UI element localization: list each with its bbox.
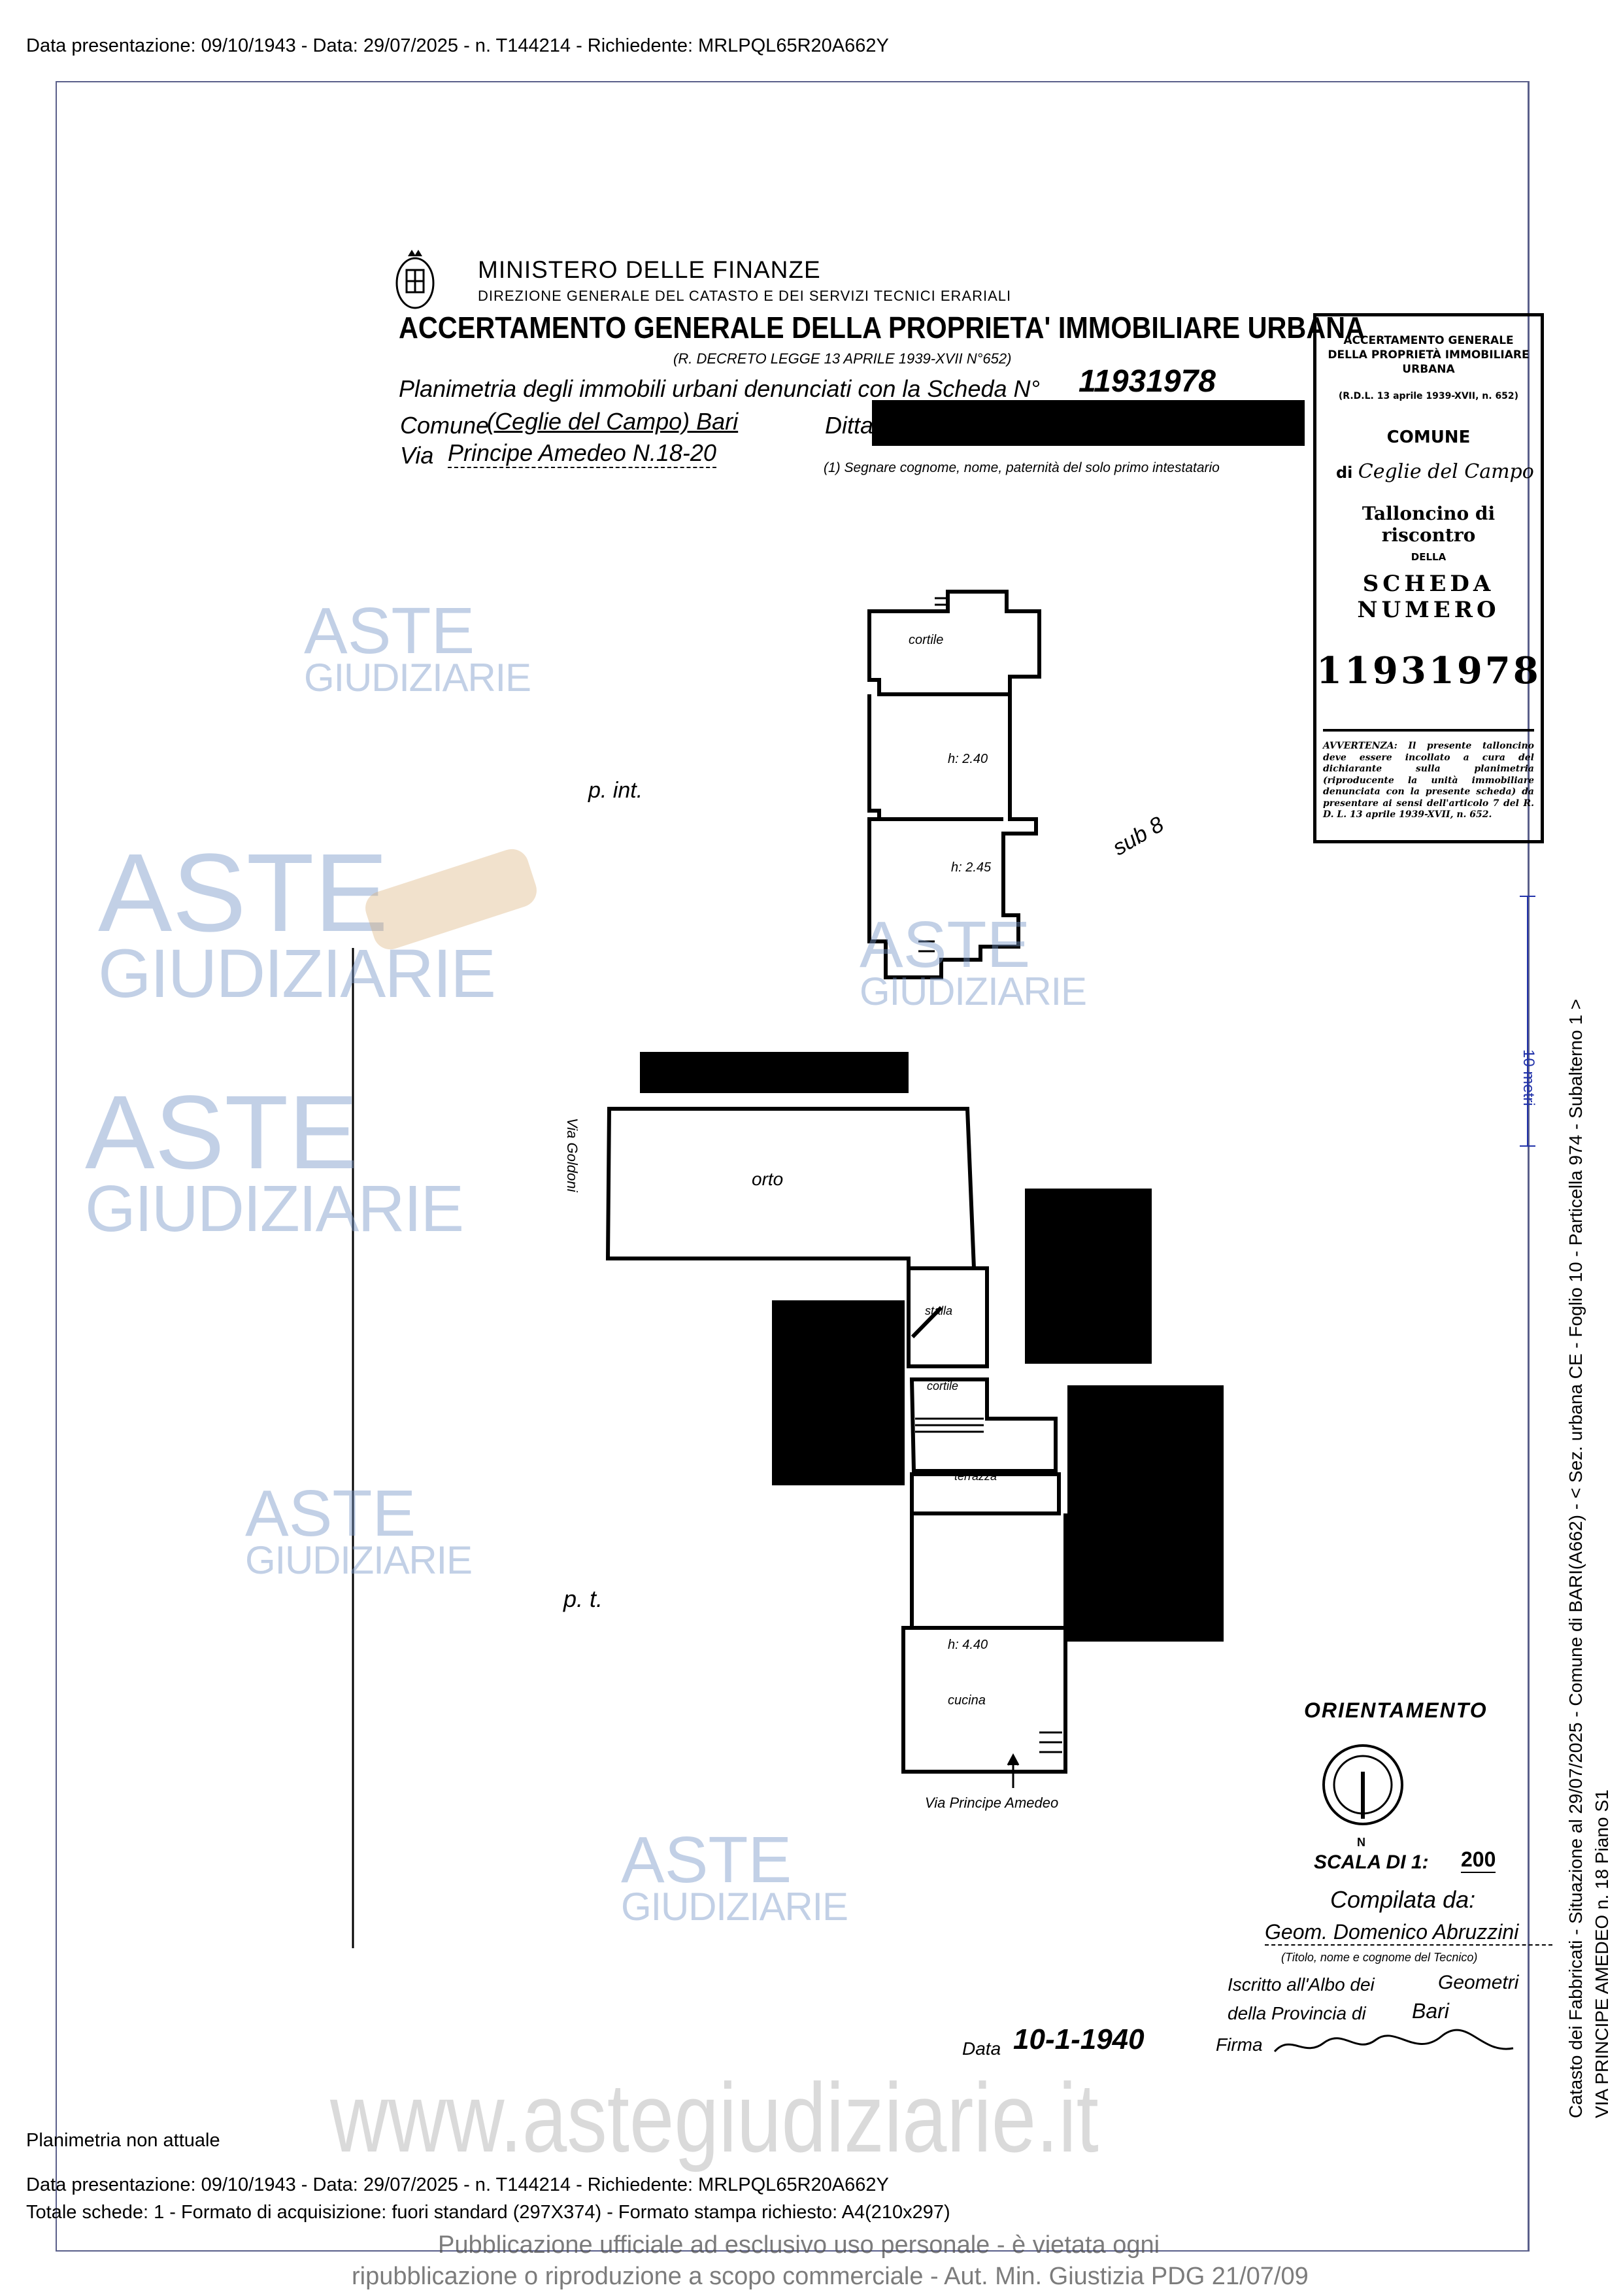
redacted-block bbox=[640, 1052, 909, 1093]
label-height-2: h: 2.45 bbox=[951, 860, 992, 875]
redacted-block bbox=[1025, 1189, 1152, 1364]
signature bbox=[1273, 2029, 1514, 2053]
comune-value: (Ceglie del Campo) Bari bbox=[487, 408, 739, 435]
scheda-number-handwritten: 11931978 bbox=[1079, 364, 1216, 399]
talloncino-heading: Talloncino di riscontro bbox=[1362, 503, 1496, 547]
footer-info-2: Totale schede: 1 - Formato di acquisizio… bbox=[26, 2202, 950, 2223]
header-info: Data presentazione: 09/10/1943 - Data: 2… bbox=[26, 35, 889, 56]
orientation-label: ORIENTAMENTO bbox=[1304, 1698, 1488, 1722]
albo-value: Geometri bbox=[1438, 1972, 1519, 1993]
talloncino-number: 11931978 bbox=[1316, 649, 1541, 693]
north-label: N bbox=[1357, 1836, 1365, 1849]
scale-value: 200 bbox=[1461, 1848, 1496, 1873]
provincia-label: della Provincia di bbox=[1228, 2003, 1366, 2023]
ditta-label: Ditta bbox=[825, 412, 874, 439]
scale-bar-tick bbox=[1520, 896, 1535, 897]
label-ground-floor: p. t. bbox=[563, 1585, 603, 1612]
scale-label: SCALA DI 1: bbox=[1314, 1851, 1429, 1873]
label-stalla: stalla bbox=[925, 1304, 953, 1317]
talloncino-box: ACCERTAMENTO GENERALE DELLA PROPRIETÀ IM… bbox=[1313, 313, 1544, 843]
talloncino-title: ACCERTAMENTO GENERALE DELLA PROPRIETÀ IM… bbox=[1328, 334, 1530, 377]
signature-label: Firma bbox=[1216, 2034, 1263, 2055]
coat-of-arms-icon bbox=[395, 250, 435, 309]
provincia-value: Bari bbox=[1412, 1999, 1449, 2023]
redacted-block bbox=[772, 1300, 905, 1485]
watermark-disclaimer-1: Pubblicazione ufficiale ad esclusivo uso… bbox=[438, 2231, 1160, 2259]
compiled-by-label: Compilata da: bbox=[1330, 1886, 1476, 1913]
orto-plot bbox=[605, 1107, 977, 1270]
ministry-title: MINISTERO DELLE FINANZE bbox=[478, 256, 821, 283]
label-via-goldoni: Via Goldoni bbox=[564, 1118, 580, 1192]
talloncino-comune-value: Ceglie del Campo bbox=[1358, 460, 1534, 484]
watermark-disclaimer-2: ripubblicazione o riproduzione a scopo c… bbox=[352, 2263, 1309, 2290]
talloncino-scheda-numero: SCHEDA NUMERO bbox=[1357, 571, 1500, 624]
page-frame bbox=[56, 81, 1530, 2252]
decree: (R. DECRETO LEGGE 13 APRILE 1939-XVII N°… bbox=[673, 350, 1012, 367]
side-address: VIA PRINCIPE AMEDEO n. 18 Piano S1 bbox=[1592, 1789, 1612, 2118]
label-cortile-lower: cortile bbox=[927, 1379, 959, 1393]
via-value: Principe Amedeo N.18-20 bbox=[448, 439, 716, 468]
ground-floor-plan bbox=[901, 1266, 1067, 1774]
planimetria-label: Planimetria degli immobili urbani denunc… bbox=[399, 375, 1040, 402]
date-label: Data bbox=[962, 2038, 1001, 2059]
label-height-1: h: 2.40 bbox=[948, 752, 988, 766]
compiler-caption: (Titolo, nome e cognome del Tecnico) bbox=[1281, 1951, 1478, 1964]
scale-bar bbox=[1527, 896, 1528, 1147]
label-via-principe-amedeo: Via Principe Amedeo bbox=[925, 1795, 1059, 1811]
side-cadastral-info: Catasto dei Fabbricati - Situazione al 2… bbox=[1565, 998, 1586, 2118]
form-title: ACCERTAMENTO GENERALE DELLA PROPRIETA' I… bbox=[399, 311, 1365, 345]
date-value: 10-1-1940 bbox=[1013, 2023, 1145, 2055]
footnote: (1) Segnare cognome, nome, paternità del… bbox=[824, 460, 1220, 475]
talloncino-di: di bbox=[1336, 464, 1353, 482]
watermark-url: www.astegiudiziarie.it bbox=[330, 2063, 1099, 2172]
via-label: Via bbox=[400, 442, 434, 469]
label-upper-floor: p. int. bbox=[588, 778, 643, 803]
label-orto: orto bbox=[752, 1169, 784, 1189]
label-terrazza: terrazza bbox=[954, 1470, 997, 1483]
label-height-3: h: 4.40 bbox=[948, 1638, 988, 1652]
comune-label: Comune bbox=[400, 412, 490, 439]
footer-info-1: Data presentazione: 09/10/1943 - Data: 2… bbox=[26, 2174, 889, 2195]
compiler-name: Geom. Domenico Abruzzini bbox=[1265, 1920, 1552, 1946]
redacted-block bbox=[1067, 1385, 1224, 1642]
talloncino-comune: COMUNE bbox=[1386, 428, 1471, 448]
label-cucina: cucina bbox=[948, 1693, 986, 1708]
talloncino-decree: (R.D.L. 13 aprile 1939-XVII, n. 652) bbox=[1338, 391, 1519, 402]
label-cortile-upper: cortile bbox=[909, 633, 944, 647]
talloncino-avvertenza: AVVERTENZA: Il presente talloncino deve … bbox=[1323, 729, 1534, 821]
redacted-owner bbox=[872, 400, 1305, 446]
north-arrow-icon bbox=[1322, 1744, 1403, 1825]
talloncino-della: DELLA bbox=[1411, 551, 1447, 564]
scale-bar-tick bbox=[1520, 1145, 1535, 1147]
direction-title: DIREZIONE GENERALE DEL CATASTO E DEI SER… bbox=[478, 288, 1012, 304]
albo-label: Iscritto all'Albo dei bbox=[1228, 1974, 1375, 1995]
footer-note: Planimetria non attuale bbox=[26, 2130, 220, 2151]
